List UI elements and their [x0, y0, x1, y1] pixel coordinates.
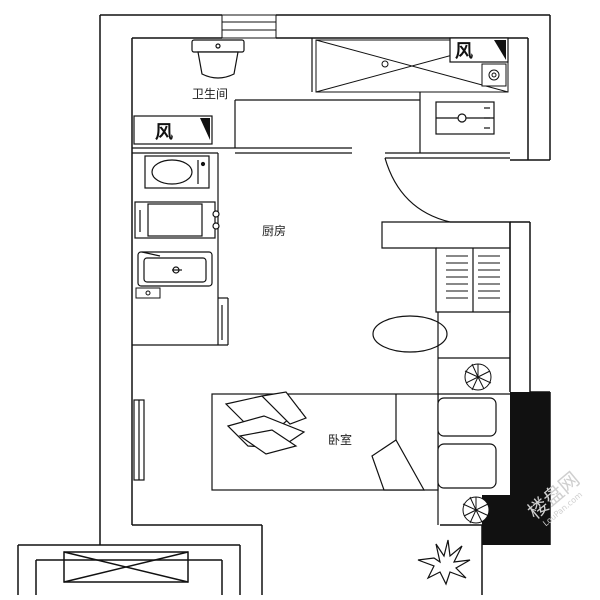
kitchen-counter — [132, 152, 229, 346]
toilet-fixture — [191, 39, 245, 79]
vent-left: 风 — [133, 115, 213, 145]
bed-pillows — [437, 397, 497, 489]
microwave — [144, 155, 210, 189]
wardrobe — [381, 221, 511, 313]
cooktop — [134, 201, 220, 239]
vent-left-label: 风 — [155, 122, 173, 143]
kitchen-label: 厨房 — [262, 223, 286, 238]
bathroom — [132, 38, 421, 154]
plant-upper — [464, 363, 492, 391]
balcony — [17, 544, 241, 595]
bathroom-label: 卫生间 — [192, 87, 228, 101]
top-window — [221, 14, 277, 39]
bedroom-label: 卧室 — [328, 432, 352, 447]
entrance-door — [384, 152, 510, 223]
wardrobe-shelves — [446, 255, 500, 299]
bedroom-left-window — [133, 399, 145, 481]
kitchen-box — [135, 287, 161, 299]
plant-lower — [462, 496, 490, 524]
vent-top: 风 — [449, 37, 509, 63]
wall-block — [510, 392, 550, 545]
water-heater — [481, 63, 507, 87]
round-table — [372, 315, 448, 353]
washing-machine — [435, 101, 495, 135]
vent-top-label: 风 — [455, 41, 473, 62]
cushions — [224, 391, 307, 455]
kitchen-sink — [137, 251, 213, 287]
plant-bottom — [417, 539, 471, 586]
